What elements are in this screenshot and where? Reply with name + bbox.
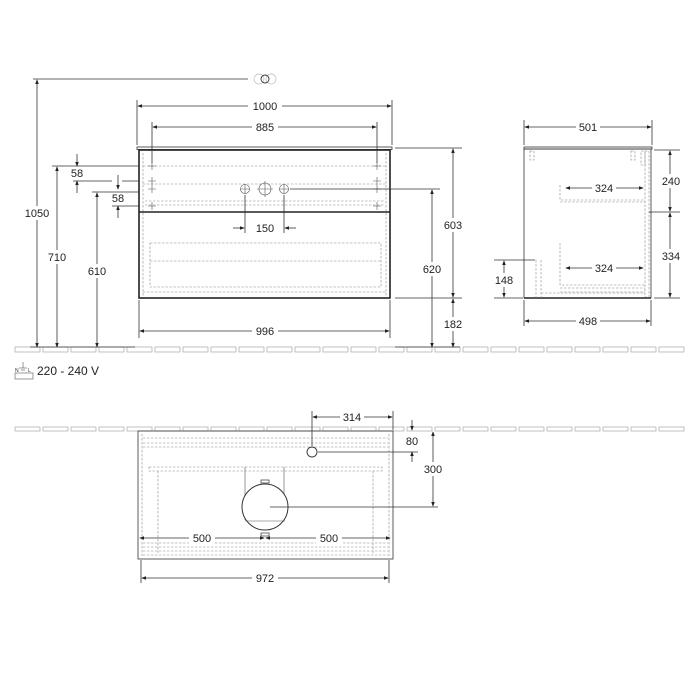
wall-line-top-view	[14, 426, 685, 432]
svg-text:972: 972	[256, 573, 274, 585]
svg-text:500: 500	[320, 533, 338, 545]
outlet-symbol	[33, 73, 277, 85]
svg-text:498: 498	[579, 316, 597, 328]
water-outlet-icon	[306, 446, 318, 458]
dimension-80: 80	[318, 420, 418, 462]
dimension-500-right: 500	[265, 531, 391, 545]
svg-text:58: 58	[112, 193, 124, 205]
dimension-500-left: 500	[139, 531, 265, 545]
svg-text:N: N	[15, 368, 19, 374]
dimension-620: 620	[290, 188, 445, 348]
svg-text:603: 603	[444, 220, 462, 232]
side-view-cabinet	[523, 146, 653, 299]
dimension-501: 501	[523, 120, 653, 145]
dimension-972: 972	[140, 560, 390, 585]
dimension-300: 300	[270, 431, 446, 508]
dimension-182: 182	[440, 298, 466, 348]
dimension-334: 334	[654, 212, 684, 299]
svg-text:L: L	[28, 368, 31, 374]
dimension-710: 710	[44, 165, 139, 348]
svg-text:148: 148	[495, 275, 513, 287]
svg-text:240: 240	[662, 176, 680, 188]
dimension-498: 498	[523, 300, 652, 328]
svg-text:500: 500	[193, 533, 211, 545]
dimension-240: 240	[649, 149, 684, 213]
dimension-324-lower: 324	[565, 261, 644, 275]
dimension-58-top: 58	[71, 154, 139, 193]
svg-text:1050: 1050	[25, 208, 49, 220]
svg-text:620: 620	[423, 264, 441, 276]
svg-text:610: 610	[88, 266, 106, 278]
dimension-1050: 1050	[22, 79, 52, 348]
dimension-603: 603	[395, 147, 466, 299]
svg-text:300: 300	[424, 464, 442, 476]
svg-text:324: 324	[595, 263, 613, 275]
svg-text:150: 150	[256, 223, 274, 235]
svg-text:58: 58	[71, 168, 83, 180]
drain-siphon-icon	[241, 479, 289, 537]
power-supply-icon: N L	[14, 362, 34, 380]
mounting-point-icons	[148, 162, 381, 210]
svg-text:996: 996	[256, 326, 274, 338]
dimension-58-bottom: 58	[112, 175, 139, 218]
dimension-885: 885	[151, 120, 378, 163]
svg-text:885: 885	[256, 122, 274, 134]
svg-text:334: 334	[662, 251, 680, 263]
svg-text:182: 182	[444, 319, 462, 331]
dimension-314: 314	[311, 410, 394, 446]
dimension-148: 148	[491, 259, 535, 299]
tap-hole-icons	[240, 181, 289, 197]
svg-text:80: 80	[406, 436, 418, 448]
dimension-996: 996	[138, 300, 391, 338]
svg-text:501: 501	[579, 122, 597, 134]
floor-line-front	[14, 346, 685, 353]
dimension-610: 610	[84, 191, 139, 348]
svg-text:314: 314	[343, 412, 361, 424]
dimension-150: 150	[233, 195, 296, 235]
svg-text:324: 324	[595, 183, 613, 195]
svg-text:710: 710	[48, 252, 66, 264]
dimension-324-upper: 324	[565, 181, 644, 195]
dimension-1000: 1000	[136, 99, 393, 145]
svg-text:1000: 1000	[253, 101, 277, 113]
voltage-label: 220 - 240 V	[37, 364, 99, 378]
